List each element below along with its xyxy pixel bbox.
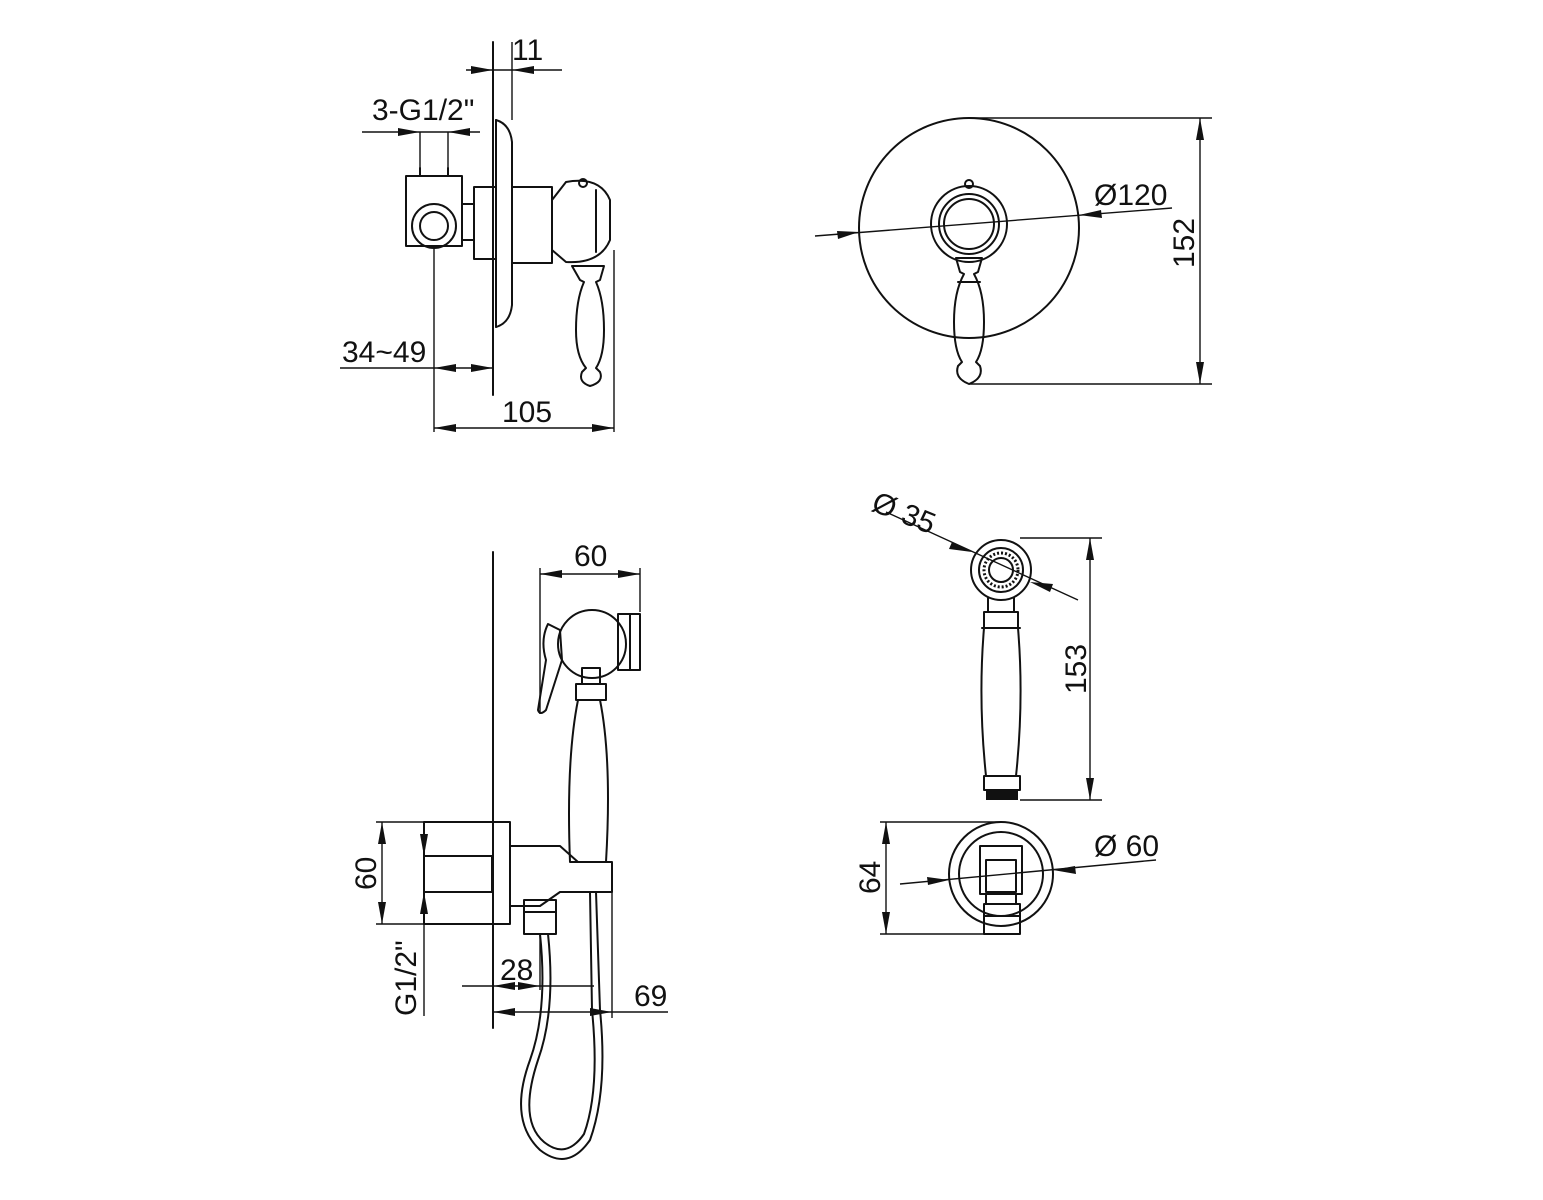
trigger-lever: [537, 623, 563, 714]
mixer-front-view: Ø120 152: [814, 117, 1212, 385]
hose-outer: [520, 891, 604, 1160]
valve-sleeve: [511, 186, 553, 264]
cartridge-outer-ring: [930, 185, 1008, 263]
inlet-port-outer: [411, 203, 457, 249]
dim-60a-arrow-right: [618, 570, 640, 578]
dim-153-arrow-bottom: [1086, 778, 1094, 800]
dim-35-arrow-right: [1030, 582, 1053, 592]
dim-g12-label: 3-G1/2": [372, 94, 474, 127]
front-lever-handle: [953, 257, 985, 385]
dim-69-arrow-right: [590, 1008, 612, 1016]
dim-152-label: 152: [1168, 218, 1201, 268]
dim-60a-label: 60: [574, 540, 607, 573]
handset-front-view: Ø 35 153: [867, 486, 1102, 801]
dim-60c-arrow-right: [1053, 866, 1076, 874]
dim-60b-arrow-bottom: [378, 902, 386, 924]
dim-64-label: 64: [854, 861, 887, 894]
dim-120-arrow-left: [837, 231, 859, 239]
dim-g12b-label: G1/2": [390, 940, 423, 1016]
dim-g12b-arrow-bottom: [420, 892, 428, 914]
dim-60a-arrow-left: [540, 570, 562, 578]
cap-dot: [578, 178, 588, 188]
dim-11-arrow-right: [512, 66, 534, 74]
spray-face-ring: [978, 547, 1024, 593]
elbow-nut: [983, 903, 1021, 935]
wall-elbow-block: [423, 821, 511, 925]
handset-front-base: [983, 775, 1021, 791]
dim-3449-label: 34~49: [342, 336, 426, 369]
hose-inner: [528, 891, 596, 1151]
inlet-port-inner: [419, 211, 449, 241]
dim-28-arrow-left: [493, 982, 515, 990]
dim-35-arrow-left: [949, 542, 972, 552]
cover-plate: [858, 117, 1080, 339]
handset-side-view: 60 60 G1/2" 28 69: [350, 540, 668, 1160]
valve-body: [473, 186, 497, 260]
dim-3449-arrow-right: [471, 364, 493, 372]
spray-face-outer: [970, 539, 1032, 601]
dim-152-arrow-bottom: [1196, 362, 1204, 384]
dim-64-arrow-bottom: [882, 912, 890, 934]
handset-grip: [568, 699, 609, 863]
dim-g12-arrow-left: [398, 128, 420, 136]
handset-front-grip: [980, 611, 1022, 777]
elbow-outlet-block: [979, 845, 1023, 895]
dim-105-label: 105: [502, 396, 552, 429]
cartridge-dot: [964, 179, 974, 189]
dim-60c-arrow-left: [927, 877, 949, 885]
handset-front-thread: [986, 790, 1018, 800]
dim-105-arrow-right: [592, 424, 614, 432]
dim-60b-label: 60: [350, 857, 383, 890]
dim-69-arrow-left: [493, 1008, 515, 1016]
cover-plate-profile: [495, 119, 513, 328]
cartridge-cap: [551, 179, 611, 264]
dim-35-label: Ø 35: [867, 486, 940, 541]
dim-g12b-arrow-top: [420, 834, 428, 856]
cartridge-mid-ring: [938, 193, 1000, 255]
cartridge-inner-ring: [943, 198, 995, 250]
dim-28-arrow-right: [518, 982, 540, 990]
inlet-fitting: [405, 175, 463, 247]
dim-120-arrow-right: [1079, 210, 1102, 218]
wall-elbow-outlet: [423, 855, 493, 893]
dim-153-label: 153: [1060, 644, 1093, 694]
dim-60c-label: Ø 60: [1094, 830, 1159, 863]
spray-nozzles: [982, 551, 1020, 589]
dim-60b-arrow-top: [378, 822, 386, 844]
dim-120-line: [814, 207, 1173, 237]
dim-11-label: 11: [512, 34, 543, 67]
dim-105-arrow-left: [434, 424, 456, 432]
elbow-neck: [985, 893, 1017, 905]
dim-11-arrow-left: [471, 66, 493, 74]
dim-152-arrow-top: [1196, 118, 1204, 140]
dim-g12-arrow-right: [448, 128, 470, 136]
handset-collar: [575, 683, 607, 701]
handset-neck: [581, 667, 601, 685]
dim-153-arrow-top: [1086, 538, 1094, 560]
elbow-front-view: Ø 60 64: [854, 821, 1159, 935]
dim-120-label: Ø120: [1094, 179, 1167, 212]
spray-head-ball: [557, 609, 627, 679]
dim-3449-arrow-left: [434, 364, 456, 372]
dim-64-arrow-top: [882, 822, 890, 844]
dim-69-label: 69: [634, 980, 667, 1013]
mixer-side-view: 11 3-G1/2" 34~49 105: [340, 34, 615, 432]
dim-28-label: 28: [500, 954, 533, 987]
lever-handle: [571, 265, 605, 387]
